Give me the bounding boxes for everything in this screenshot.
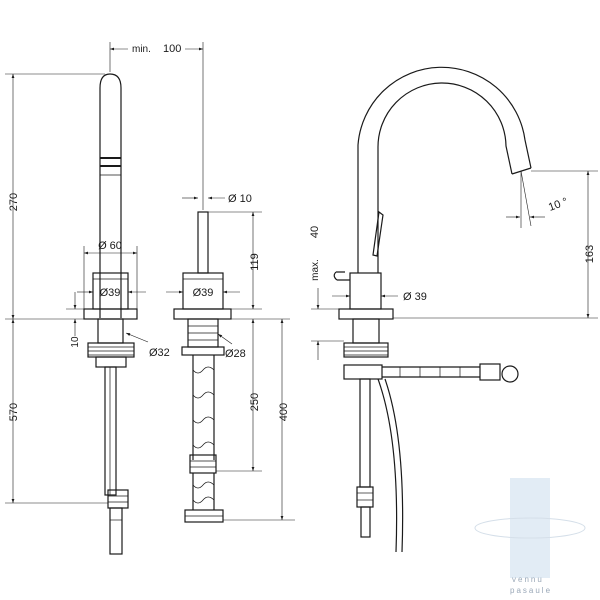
dimension-270-570: 270 570 xyxy=(5,73,108,504)
label-dia28: Ø28 xyxy=(225,348,246,360)
label-100: 100 xyxy=(163,43,181,55)
label-dia39-profile: Ø 39 xyxy=(403,291,427,303)
dimension-angle-10: 10 ° xyxy=(506,170,570,228)
dimension-10-thickness: 10 xyxy=(66,292,84,348)
dimension-163: 163 xyxy=(393,170,598,319)
dimension-dia10: Ø 10 xyxy=(182,193,252,205)
label-dia32: Ø32 xyxy=(149,347,170,359)
dimension-side-diameters: Ø39 Ø28 xyxy=(166,287,246,360)
watermark-line1: vennu xyxy=(512,575,544,584)
label-max: max. xyxy=(310,259,321,281)
dimension-max-40: max. 40 xyxy=(309,226,344,360)
label-400: 400 xyxy=(278,403,290,421)
dimension-119-250-400: 119 250 400 xyxy=(208,211,295,521)
label-min: min. xyxy=(132,44,151,55)
label-119: 119 xyxy=(249,253,261,271)
profile-view xyxy=(333,66,532,553)
label-dia39-side: Ø39 xyxy=(193,287,214,299)
label-10-vertical: 10 xyxy=(70,336,81,348)
label-250: 250 xyxy=(249,393,261,411)
label-40: 40 xyxy=(309,226,321,238)
dimension-min-100: min. 100 xyxy=(109,42,204,210)
dimension-front-diameters: Ø 60 Ø39 Ø32 xyxy=(77,240,170,359)
label-570: 570 xyxy=(8,403,20,421)
front-view xyxy=(83,73,138,555)
label-163: 163 xyxy=(584,245,596,263)
watermark-logo: vennu pasaule xyxy=(474,478,586,595)
dimension-profile-dia39: Ø 39 xyxy=(332,291,427,303)
label-270: 270 xyxy=(8,193,20,211)
side-view xyxy=(173,211,232,523)
watermark-line2: pasaule xyxy=(510,586,552,595)
label-dia39-front: Ø39 xyxy=(100,287,121,299)
label-dia60: Ø 60 xyxy=(98,240,122,252)
label-dia10: Ø 10 xyxy=(228,193,252,205)
label-angle-10: 10 ° xyxy=(547,196,570,214)
